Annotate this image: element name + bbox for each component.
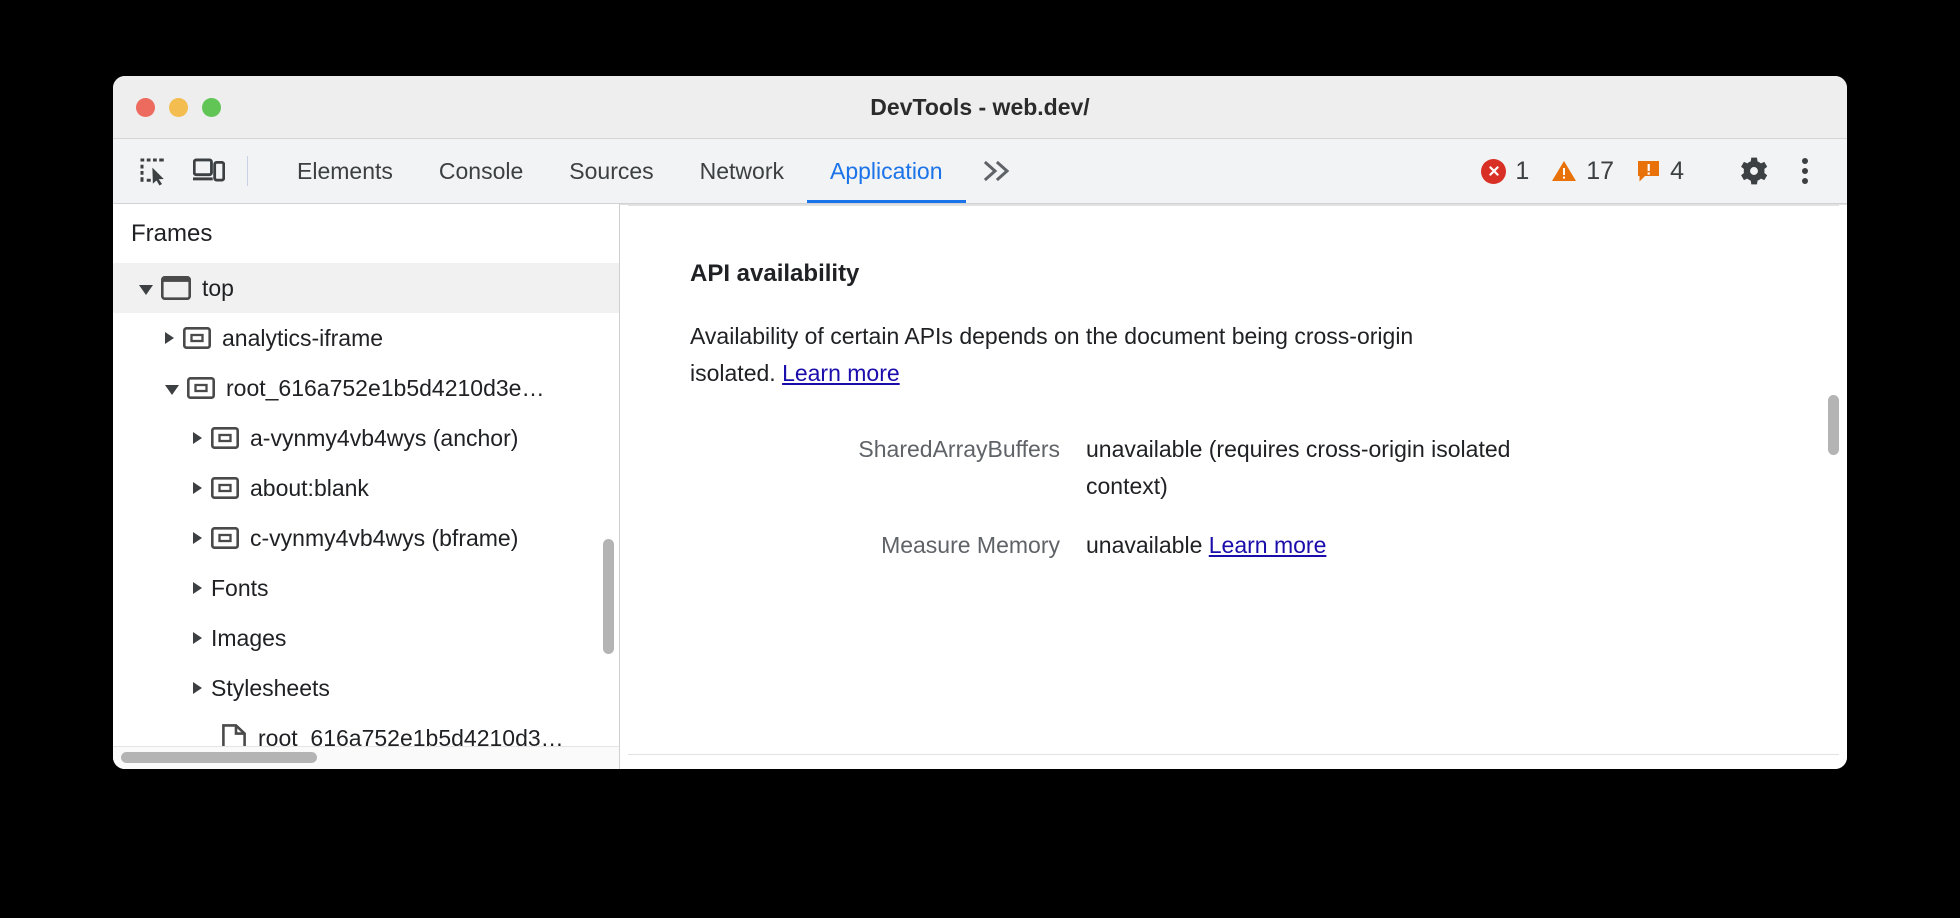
frame-details-panel: API availability Availability of certain… — [620, 204, 1847, 769]
issue-icon — [1636, 159, 1661, 183]
gear-icon[interactable] — [1727, 154, 1781, 188]
section-divider-top — [628, 205, 1839, 206]
inspect-element-icon[interactable] — [125, 139, 181, 203]
sidebar-vertical-scrollbar[interactable] — [603, 539, 614, 654]
tree-item-bframe[interactable]: c-vynmy4vb4wys (bframe) — [113, 513, 619, 563]
tab-network[interactable]: Network — [677, 139, 807, 203]
tree-item-label: Stylesheets — [211, 674, 330, 701]
chevron-right-icon[interactable] — [193, 482, 202, 494]
tree-item-root-frame[interactable]: root_616a752e1b5d4210d3e… — [113, 363, 619, 413]
devtools-panels: Frames top — [113, 204, 1847, 769]
devtools-window: DevTools - web.dev/ — [113, 76, 1847, 769]
iframe-icon — [211, 477, 239, 499]
chevron-down-icon[interactable] — [165, 384, 179, 395]
issue-count: 4 — [1670, 156, 1684, 185]
row-key: SharedArrayBuffers — [858, 435, 1060, 462]
tab-console[interactable]: Console — [416, 139, 546, 203]
row-value: unavailable Learn more — [1086, 527, 1326, 564]
measure-memory-learn-more-link[interactable]: Learn more — [1208, 532, 1327, 558]
chevron-right-icon[interactable] — [193, 682, 202, 694]
tree-item-about-blank[interactable]: about:blank — [113, 463, 619, 513]
tree-item-label: c-vynmy4vb4wys (bframe) — [250, 524, 519, 551]
section-title: API availability — [690, 260, 860, 287]
close-window-button[interactable] — [136, 97, 155, 117]
tree-item-top[interactable]: top — [113, 263, 619, 313]
chevron-down-icon[interactable] — [139, 284, 153, 295]
warning-icon — [1551, 159, 1577, 183]
tab-application-label: Application — [830, 157, 943, 184]
panel-tabs: Elements Console Sources Network Applica… — [274, 139, 966, 203]
sidebar-horizontal-scrollbar-track — [113, 746, 619, 769]
tab-console-label: Console — [438, 157, 524, 184]
tree-item-label: top — [202, 274, 234, 301]
tree-item-label: root_616a752e1b5d4210d3e… — [226, 374, 545, 401]
tab-application[interactable]: Application — [807, 139, 966, 203]
browser-window-icon — [161, 276, 191, 300]
row-value-text: unavailable — [1086, 532, 1209, 558]
tab-elements[interactable]: Elements — [274, 139, 416, 203]
row-measure-memory: Measure Memory unavailable Learn more — [680, 527, 1787, 564]
toolbar-right-group: 1 17 — [1481, 139, 1847, 203]
tab-sources-label: Sources — [569, 157, 654, 184]
row-key: Measure Memory — [881, 532, 1060, 558]
tree-item-images[interactable]: Images — [113, 613, 619, 663]
tree-item-fonts[interactable]: Fonts — [113, 563, 619, 613]
traffic-lights — [136, 97, 221, 117]
minimize-window-button[interactable] — [169, 97, 188, 117]
tree-item-anchor-frame[interactable]: a-vynmy4vb4wys (anchor) — [113, 413, 619, 463]
iframe-icon — [183, 327, 211, 349]
frames-sidebar: Frames top — [113, 204, 620, 769]
tab-sources[interactable]: Sources — [546, 139, 676, 203]
frames-tree: top analytics-iframe — [113, 263, 619, 763]
tree-item-analytics-iframe[interactable]: analytics-iframe — [113, 313, 619, 363]
iframe-icon — [211, 427, 239, 449]
tab-network-label: Network — [699, 157, 784, 184]
warning-count: 17 — [1586, 156, 1615, 185]
iframe-icon — [211, 527, 239, 549]
api-availability-text: Availability of certain APIs depends on … — [690, 323, 1414, 387]
window-titlebar: DevTools - web.dev/ — [113, 76, 1847, 139]
api-availability-rows: SharedArrayBuffers unavailable (requires… — [680, 431, 1787, 565]
chevron-right-icon[interactable] — [193, 632, 202, 644]
window-title: DevTools - web.dev/ — [870, 93, 1090, 120]
devtools-toolbar: Elements Console Sources Network Applica… — [113, 139, 1847, 204]
tab-elements-label: Elements — [297, 157, 393, 184]
sidebar-horizontal-scrollbar[interactable] — [121, 752, 317, 763]
toolbar-divider — [247, 156, 248, 186]
tree-item-label: about:blank — [250, 474, 369, 501]
tree-item-label: a-vynmy4vb4wys (anchor) — [250, 424, 519, 451]
chevron-right-icon[interactable] — [193, 582, 202, 594]
row-value: unavailable (requires cross-origin isola… — [1086, 435, 1511, 499]
main-vertical-scrollbar[interactable] — [1828, 395, 1839, 455]
chevron-right-icon[interactable] — [193, 432, 202, 444]
section-divider-bottom — [628, 754, 1839, 755]
iframe-icon — [187, 377, 215, 399]
device-toolbar-icon[interactable] — [181, 139, 237, 203]
kebab-menu-icon[interactable] — [1781, 158, 1829, 184]
tree-item-label: Images — [211, 624, 287, 651]
api-availability-description: Availability of certain APIs depends on … — [690, 318, 1490, 393]
tree-item-label: analytics-iframe — [222, 324, 384, 351]
learn-more-link[interactable]: Learn more — [782, 360, 900, 387]
error-counter[interactable]: 1 — [1481, 157, 1529, 186]
error-icon — [1481, 158, 1507, 184]
warning-counter[interactable]: 17 — [1551, 157, 1614, 186]
tree-item-stylesheets[interactable]: Stylesheets — [113, 663, 619, 713]
chevron-right-icon[interactable] — [165, 332, 174, 344]
row-shared-array-buffers: SharedArrayBuffers unavailable (requires… — [680, 431, 1787, 506]
sidebar-title: Frames — [131, 220, 213, 247]
more-tabs-icon[interactable] — [966, 139, 1032, 203]
frame-details-content: API availability Availability of certain… — [620, 260, 1847, 564]
error-count: 1 — [1515, 156, 1530, 185]
issue-counter[interactable]: 4 — [1636, 157, 1684, 186]
zoom-window-button[interactable] — [202, 97, 221, 117]
tree-item-label: Fonts — [211, 574, 269, 601]
chevron-right-icon[interactable] — [193, 532, 202, 544]
